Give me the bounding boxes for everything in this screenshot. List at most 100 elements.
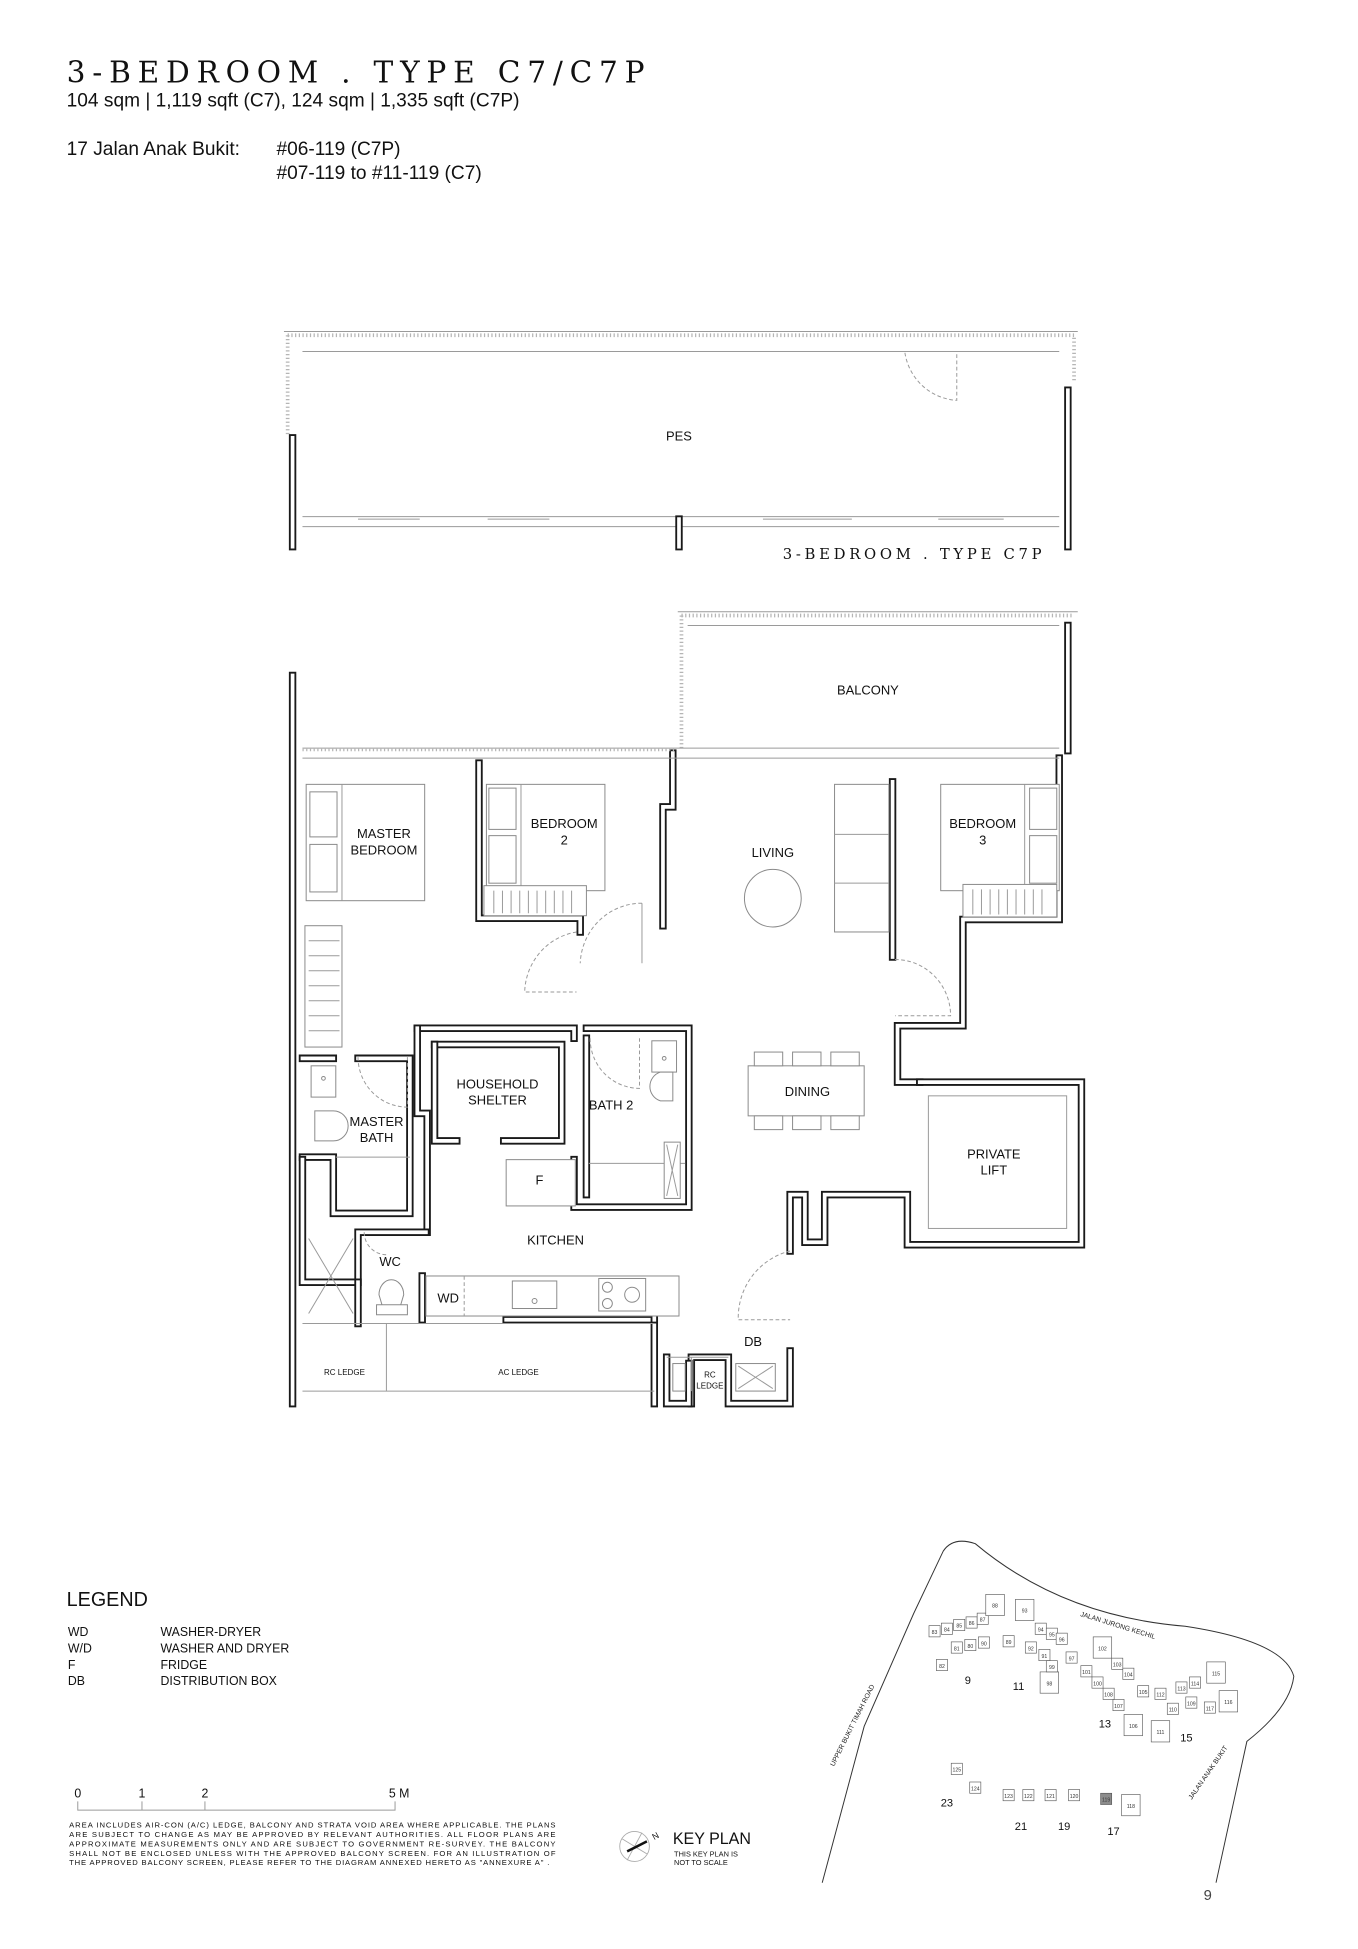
key-plan-unit bbox=[969, 1781, 982, 1794]
svg-text:1: 1 bbox=[139, 1787, 146, 1801]
key-plan-unit bbox=[964, 1639, 977, 1651]
key-plan-unit bbox=[1055, 1632, 1068, 1645]
key-plan-unit bbox=[1080, 1665, 1093, 1678]
block-label: 15 bbox=[1180, 1732, 1192, 1744]
block-label: 21 bbox=[1015, 1821, 1027, 1833]
key-plan-unit-label: 88 bbox=[992, 1604, 998, 1610]
label-master-bedroom-2: BEDROOM bbox=[350, 842, 417, 857]
wall-segment bbox=[415, 1026, 430, 1235]
key-plan-unit bbox=[976, 1612, 989, 1625]
key-plan-unit bbox=[1203, 1701, 1216, 1714]
key-plan-unit bbox=[928, 1625, 941, 1638]
label-rc-ledge-right-2: LEDGE bbox=[696, 1382, 724, 1391]
svg-text:DB: DB bbox=[68, 1674, 85, 1688]
label-rc-ledge-right: RC bbox=[704, 1370, 716, 1379]
disclaimer: AREA INCLUDES AIR-CON (A/C) LEDGE, BALCO… bbox=[69, 1821, 556, 1868]
key-plan-unit-label: 121 bbox=[1046, 1794, 1055, 1800]
wall-segment bbox=[895, 756, 1062, 1084]
key-plan-unit bbox=[1137, 1685, 1150, 1698]
key-plan-unit-label: 102 bbox=[1098, 1646, 1107, 1652]
block-label: 17 bbox=[1107, 1826, 1119, 1838]
label-household-shelter: HOUSEHOLD bbox=[457, 1076, 539, 1091]
label-private-lift-2: LIFT bbox=[980, 1163, 1007, 1178]
key-plan-unit-label: 116 bbox=[1224, 1700, 1232, 1706]
svg-text:5 M: 5 M bbox=[389, 1787, 410, 1801]
wall-segment bbox=[432, 1042, 459, 1143]
bedroom3-wardrobe bbox=[962, 883, 1058, 918]
key-plan-unit-label: 111 bbox=[1157, 1730, 1165, 1736]
key-plan-unit bbox=[1092, 1636, 1113, 1659]
key-plan-unit-label: 98 bbox=[1046, 1681, 1052, 1687]
svg-text:FRIDGE: FRIDGE bbox=[160, 1658, 207, 1672]
svg-text:ARE SUBJECT TO CHANGE AS MAY B: ARE SUBJECT TO CHANGE AS MAY BE APPROVED… bbox=[69, 1830, 555, 1839]
key-plan-unit-label: 124 bbox=[971, 1786, 980, 1792]
key-plan-unit bbox=[1189, 1676, 1201, 1689]
legend-item: F FRIDGE bbox=[68, 1658, 207, 1672]
svg-text:DISTRIBUTION BOX: DISTRIBUTION BOX bbox=[160, 1674, 277, 1688]
key-plan-unit-label: 95 bbox=[1049, 1632, 1055, 1638]
key-plan-unit-label: 105 bbox=[1139, 1690, 1148, 1696]
area-text: 104 sqm | 1,119 sqft (C7), 124 sqm | 1,3… bbox=[67, 90, 520, 111]
address-label: 17 Jalan Anak Bukit: bbox=[67, 139, 240, 160]
label-ac-ledge: AC LEDGE bbox=[498, 1368, 539, 1377]
master-wardrobe bbox=[304, 925, 343, 1048]
road-jalan-anak-bukit: JALAN ANAK BUKIT bbox=[1188, 1744, 1230, 1801]
key-plan-title: KEY PLAN bbox=[673, 1830, 751, 1848]
label-bedroom-2-num: 2 bbox=[561, 832, 568, 847]
label-kitchen: KITCHEN bbox=[527, 1233, 584, 1248]
legend-item: DB DISTRIBUTION BOX bbox=[68, 1674, 278, 1688]
key-plan-unit-label: 119 bbox=[1102, 1798, 1110, 1804]
wall-segment bbox=[430, 1040, 461, 1145]
key-plan-unit bbox=[1121, 1794, 1141, 1817]
svg-text:F: F bbox=[68, 1658, 76, 1672]
road-upper-bukit-timah: UPPER BUKIT TIMAH ROAD bbox=[830, 1684, 877, 1768]
key-plan-unit bbox=[1185, 1696, 1198, 1709]
key-plan-unit bbox=[1112, 1699, 1125, 1712]
svg-text:WASHER AND DRYER: WASHER AND DRYER bbox=[160, 1641, 289, 1655]
label-bedroom-3-num: 3 bbox=[979, 832, 986, 847]
key-plan-unit bbox=[1154, 1687, 1167, 1700]
units-line-1: #06-119 (C7P) bbox=[277, 139, 401, 160]
fridge-box bbox=[505, 1159, 576, 1207]
key-plan-unit-label: 112 bbox=[1156, 1693, 1164, 1699]
site-boundary bbox=[821, 1540, 1295, 1883]
key-plan-unit-label: 87 bbox=[980, 1617, 986, 1623]
key-plan-unit-label: 113 bbox=[1177, 1686, 1185, 1692]
key-plan-unit-label: 115 bbox=[1212, 1671, 1220, 1677]
legend-item: WD WASHER-DRYER bbox=[68, 1625, 261, 1639]
svg-text:W/D: W/D bbox=[68, 1641, 92, 1655]
block-label: 13 bbox=[1099, 1719, 1111, 1731]
key-plan-unit-label: 103 bbox=[1113, 1663, 1122, 1669]
key-plan-unit bbox=[953, 1619, 966, 1631]
key-plan-unit bbox=[985, 1594, 1005, 1616]
key-plan-unit-label: 108 bbox=[1104, 1693, 1113, 1699]
key-plan-unit-label: 94 bbox=[1038, 1627, 1044, 1633]
key-plan-unit-label: 84 bbox=[944, 1627, 950, 1633]
key-plan-unit bbox=[1044, 1789, 1057, 1802]
label-wc: WC bbox=[379, 1254, 401, 1269]
key-plan-unit-label: 81 bbox=[954, 1646, 960, 1652]
block-label: 9 bbox=[965, 1675, 971, 1687]
svg-text:WASHER-DRYER: WASHER-DRYER bbox=[160, 1625, 261, 1639]
key-plan-unit-label: 82 bbox=[939, 1664, 945, 1670]
label-fridge: F bbox=[536, 1173, 544, 1188]
key-plan-unit-label: 85 bbox=[956, 1624, 962, 1630]
label-dining: DINING bbox=[785, 1084, 830, 1099]
block-label: 19 bbox=[1058, 1821, 1070, 1833]
key-plan-unit-label: 101 bbox=[1082, 1670, 1091, 1676]
c7p-pes-plan: PES 3-BEDROOM . TYPE C7P bbox=[283, 331, 1078, 563]
key-plan-unit bbox=[1102, 1687, 1115, 1700]
key-plan-unit bbox=[1002, 1635, 1015, 1648]
key-plan-unit bbox=[1123, 1714, 1143, 1737]
key-plan-unit bbox=[1122, 1667, 1135, 1680]
key-plan-unit-label: 107 bbox=[1114, 1704, 1123, 1710]
key-plan-unit bbox=[1065, 1651, 1078, 1664]
svg-text:WD: WD bbox=[68, 1625, 89, 1639]
key-plan-unit-label: 118 bbox=[1127, 1804, 1135, 1810]
key-plan-unit-label: 97 bbox=[1069, 1656, 1075, 1662]
walls bbox=[288, 386, 1086, 1408]
key-plan-unit-label: 93 bbox=[1022, 1609, 1028, 1615]
